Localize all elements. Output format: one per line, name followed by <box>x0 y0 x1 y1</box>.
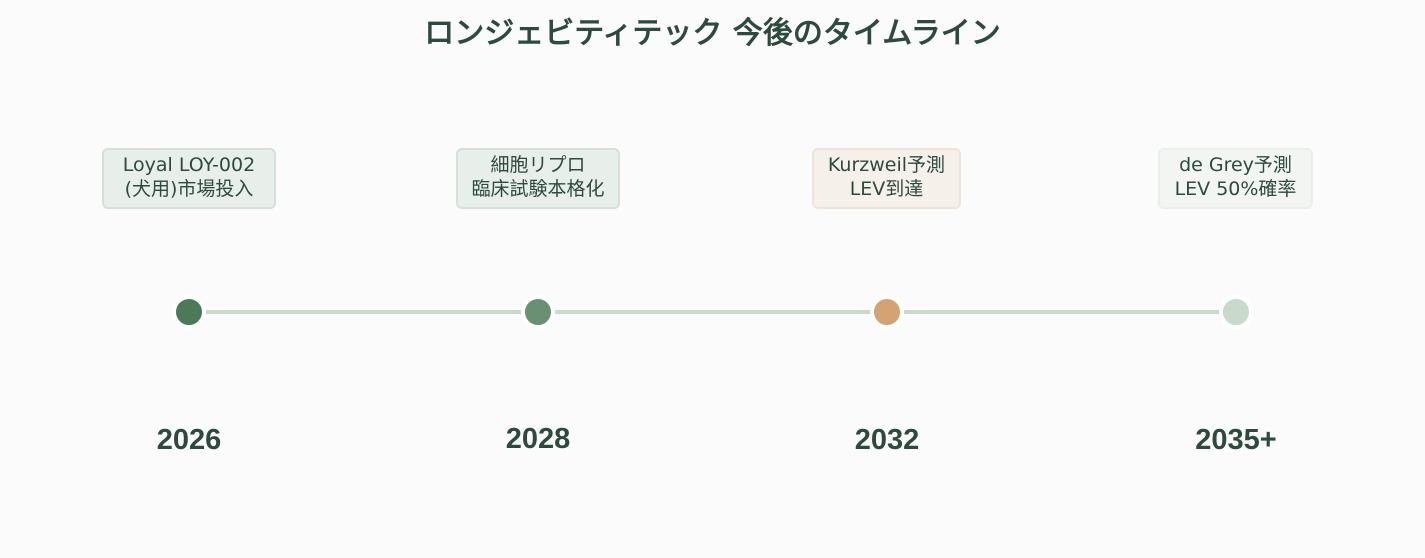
milestone-marker <box>870 295 904 329</box>
timeline-connector-3 <box>904 310 1220 314</box>
milestone-marker <box>1219 295 1253 329</box>
milestone-year: 2032 <box>854 424 920 456</box>
page-title: ロンジェビティテック 今後のタイムライン <box>424 16 1001 51</box>
milestone-label-line1: de Grey予測 <box>1179 154 1292 176</box>
milestone-marker <box>172 295 206 329</box>
milestone-label-line2: LEV 50%確率 <box>1174 178 1297 200</box>
milestone-marker <box>521 295 555 329</box>
milestone-label-line2: LEV到達 <box>849 178 924 200</box>
milestone-year: 2035+ <box>1195 424 1277 456</box>
milestone-year: 2026 <box>156 424 222 456</box>
milestone-label-box: 細胞リプロ 臨床試験本格化 <box>456 148 620 209</box>
milestone-label-box: Kurzweil予測 LEV到達 <box>812 148 961 209</box>
milestone-label-box: de Grey予測 LEV 50%確率 <box>1158 148 1313 209</box>
milestone-label-line1: 細胞リプロ <box>490 154 586 176</box>
milestone-label-line2: 臨床試験本格化 <box>471 178 605 200</box>
milestone-label-box: Loyal LOY-002 (犬用)市場投入 <box>102 148 276 209</box>
milestone-label-line2: (犬用)市場投入 <box>124 178 254 200</box>
milestone-year: 2028 <box>505 423 571 455</box>
timeline-connector-1 <box>206 310 522 314</box>
milestone-label-line1: Kurzweil予測 <box>827 154 946 176</box>
timeline-connector-2 <box>555 310 871 314</box>
milestone-label-line1: Loyal LOY-002 <box>122 154 256 176</box>
